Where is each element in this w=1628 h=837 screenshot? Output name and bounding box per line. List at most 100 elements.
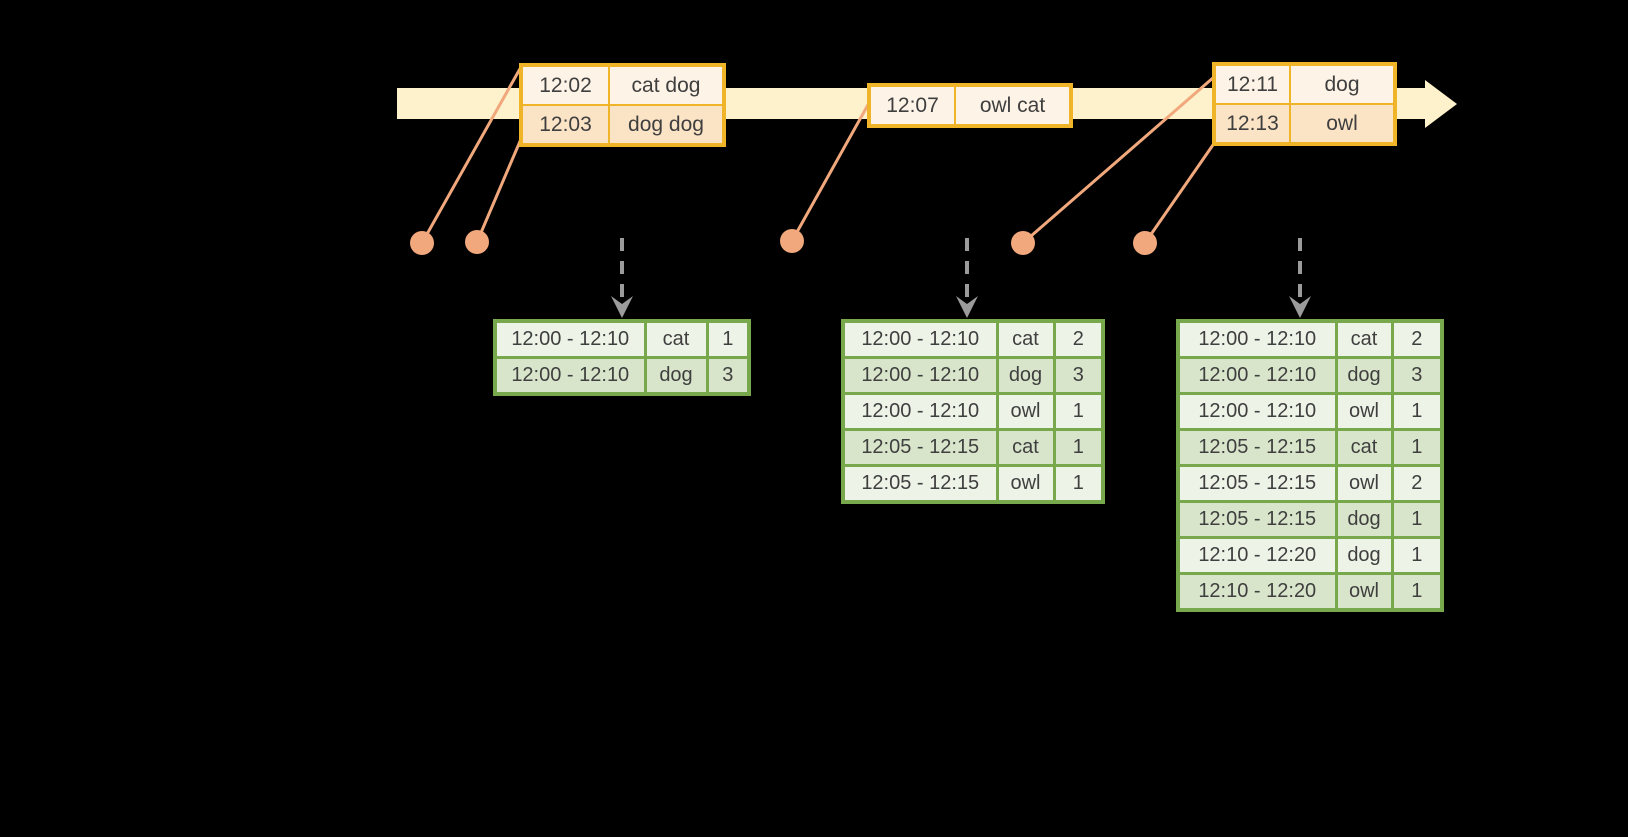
trigger-arrow — [956, 238, 978, 318]
event-dot — [465, 230, 489, 254]
count-cell: 1 — [1390, 536, 1444, 575]
window-range-cell: 12:00 - 12:10 — [493, 356, 647, 396]
window-range-cell: 12:00 - 12:10 — [1176, 319, 1338, 359]
count-cell: 1 — [1390, 392, 1444, 431]
event-words-cell: owl — [1289, 103, 1396, 145]
connector-line — [790, 102, 871, 242]
word-cell: cat — [1334, 428, 1394, 467]
event-dot — [780, 229, 804, 253]
trigger-arrow — [1289, 238, 1311, 318]
word-cell: cat — [1334, 319, 1394, 359]
count-cell: 2 — [1390, 464, 1444, 503]
event-time-cell: 12:02 — [520, 64, 610, 106]
count-cell: 1 — [1052, 428, 1105, 467]
event-words-cell: dog dog — [608, 104, 725, 146]
count-cell: 1 — [1052, 464, 1105, 504]
count-cell: 2 — [1052, 319, 1105, 359]
word-cell: cat — [643, 319, 709, 359]
arrow-down-icon — [611, 296, 633, 318]
connector-line — [1143, 141, 1217, 244]
timeline-arrowhead-icon — [1425, 80, 1457, 128]
word-cell: owl — [1334, 464, 1394, 503]
count-cell: 3 — [1390, 356, 1444, 395]
event-time-cell: 12:07 — [868, 84, 956, 127]
connector-line — [420, 66, 523, 244]
word-cell: dog — [1334, 536, 1394, 575]
word-cell: dog — [1334, 356, 1394, 395]
count-cell: 1 — [1390, 572, 1444, 612]
count-cell: 2 — [1390, 319, 1444, 359]
event-time-cell: 12:13 — [1213, 103, 1291, 145]
word-cell: cat — [995, 319, 1056, 359]
word-cell: owl — [1334, 392, 1394, 431]
word-cell: dog — [995, 356, 1056, 395]
word-cell: dog — [643, 356, 709, 396]
arrow-down-icon — [956, 296, 978, 318]
arrow-down-icon — [1289, 296, 1311, 318]
window-range-cell: 12:05 - 12:15 — [1176, 500, 1338, 539]
count-cell: 1 — [1052, 392, 1105, 431]
event-time-cell: 12:03 — [520, 104, 610, 146]
event-dot — [410, 231, 434, 255]
word-cell: owl — [1334, 572, 1394, 612]
event-dot — [1011, 231, 1035, 255]
count-cell: 1 — [1390, 428, 1444, 467]
window-range-cell: 12:00 - 12:10 — [841, 392, 999, 431]
window-range-cell: 12:10 - 12:20 — [1176, 536, 1338, 575]
count-cell: 1 — [705, 319, 751, 359]
window-range-cell: 12:05 - 12:15 — [841, 464, 999, 504]
window-range-cell: 12:05 - 12:15 — [841, 428, 999, 467]
window-range-cell: 12:00 - 12:10 — [1176, 356, 1338, 395]
connector-line — [475, 138, 523, 243]
event-words-cell: owl cat — [954, 84, 1072, 127]
window-range-cell: 12:10 - 12:20 — [1176, 572, 1338, 612]
connector-line — [1022, 75, 1215, 245]
count-cell: 3 — [1052, 356, 1105, 395]
word-cell: owl — [995, 464, 1056, 504]
event-words-cell: dog — [1289, 63, 1396, 105]
word-cell: dog — [1334, 500, 1394, 539]
window-range-cell: 12:00 - 12:10 — [841, 356, 999, 395]
window-range-cell: 12:05 - 12:15 — [1176, 464, 1338, 503]
count-cell: 3 — [705, 356, 751, 396]
count-cell: 1 — [1390, 500, 1444, 539]
word-cell: owl — [995, 392, 1056, 431]
window-range-cell: 12:00 - 12:10 — [493, 319, 647, 359]
event-time-cell: 12:11 — [1213, 63, 1291, 105]
window-range-cell: 12:00 - 12:10 — [841, 319, 999, 359]
word-cell: cat — [995, 428, 1056, 467]
